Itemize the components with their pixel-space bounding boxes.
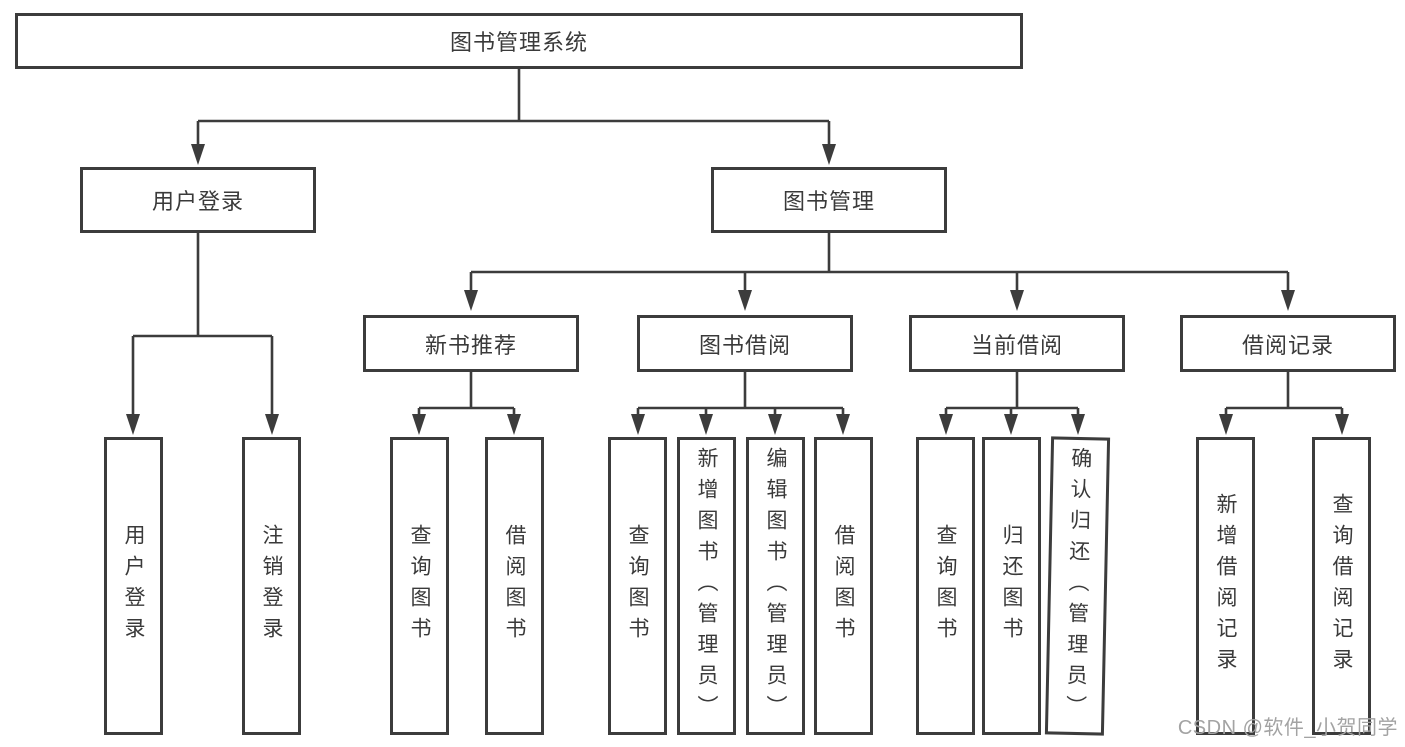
arrowhead — [1010, 290, 1024, 311]
arrowhead — [738, 290, 752, 311]
leaf-recommend-borrow-book: 借阅图书 — [485, 437, 544, 735]
leaf-label: 编辑图书（管理员） — [764, 446, 788, 726]
node-new-book-recommend: 新书推荐 — [363, 315, 579, 372]
leaf-current-return-book: 归还图书 — [982, 437, 1041, 735]
leaf-label: 查询借阅记录 — [1330, 493, 1354, 679]
leaf-user-logout: 注销登录 — [242, 437, 301, 735]
arrowhead — [265, 414, 279, 435]
edge-currentborrow-children — [944, 372, 1080, 417]
leaf-label: 新增借阅记录 — [1214, 493, 1238, 679]
node-user-login: 用户登录 — [80, 167, 316, 233]
leaf-records-add-record: 新增借阅记录 — [1196, 437, 1255, 735]
leaf-borrow-edit-book-admin: 编辑图书（管理员） — [746, 437, 805, 735]
leaf-recommend-query-book: 查询图书 — [390, 437, 449, 735]
leaf-borrow-add-book-admin: 新增图书（管理员） — [677, 437, 736, 735]
leaf-label: 用户登录 — [122, 524, 146, 648]
leaf-user-login: 用户登录 — [104, 437, 163, 735]
arrowhead — [699, 414, 713, 435]
leaf-borrow-query-book: 查询图书 — [608, 437, 667, 735]
node-book-management: 图书管理 — [711, 167, 947, 233]
node-root: 图书管理系统 — [15, 13, 1023, 69]
leaf-label: 确认归还（管理员） — [1063, 446, 1092, 726]
leaf-label: 新增图书（管理员） — [695, 446, 719, 726]
arrowhead — [939, 414, 953, 435]
arrowhead — [1004, 414, 1018, 435]
leaf-current-confirm-return-admin: 确认归还（管理员） — [1044, 436, 1111, 736]
leaf-label: 查询图书 — [626, 524, 650, 648]
arrowhead — [412, 414, 426, 435]
arrowhead — [1281, 290, 1295, 311]
edge-newbookrec-children — [417, 372, 516, 417]
edge-bookmgmt-children — [469, 233, 1290, 293]
leaf-current-query-book: 查询图书 — [916, 437, 975, 735]
edge-borrowrecords-children — [1224, 372, 1344, 417]
leaf-label: 查询图书 — [408, 524, 432, 648]
arrowhead — [126, 414, 140, 435]
edge-bookborrow-children — [636, 372, 845, 417]
arrowhead — [464, 290, 478, 311]
arrowhead — [631, 414, 645, 435]
leaf-label: 借阅图书 — [832, 524, 856, 648]
arrowhead — [768, 414, 782, 435]
edge-userlogin-children — [131, 233, 274, 417]
leaf-label: 归还图书 — [1000, 524, 1024, 648]
node-borrow-records: 借阅记录 — [1180, 315, 1396, 372]
arrowhead — [1219, 414, 1233, 435]
node-book-borrow: 图书借阅 — [637, 315, 853, 372]
leaf-borrow-borrow-book: 借阅图书 — [814, 437, 873, 735]
arrowhead — [836, 414, 850, 435]
arrowhead — [1071, 414, 1085, 435]
leaf-label: 注销登录 — [260, 524, 284, 648]
leaf-label: 借阅图书 — [503, 524, 527, 648]
arrowhead — [191, 144, 205, 165]
edge-root-children — [196, 69, 831, 147]
leaf-label: 查询图书 — [934, 524, 958, 648]
leaf-records-query-record: 查询借阅记录 — [1312, 437, 1371, 735]
node-current-borrow: 当前借阅 — [909, 315, 1125, 372]
arrowhead — [822, 144, 836, 165]
arrowheads — [126, 144, 1349, 435]
arrowhead — [507, 414, 521, 435]
csdn-watermark: CSDN @软件_小贺同学 — [1177, 717, 1398, 739]
arrowhead — [1335, 414, 1349, 435]
